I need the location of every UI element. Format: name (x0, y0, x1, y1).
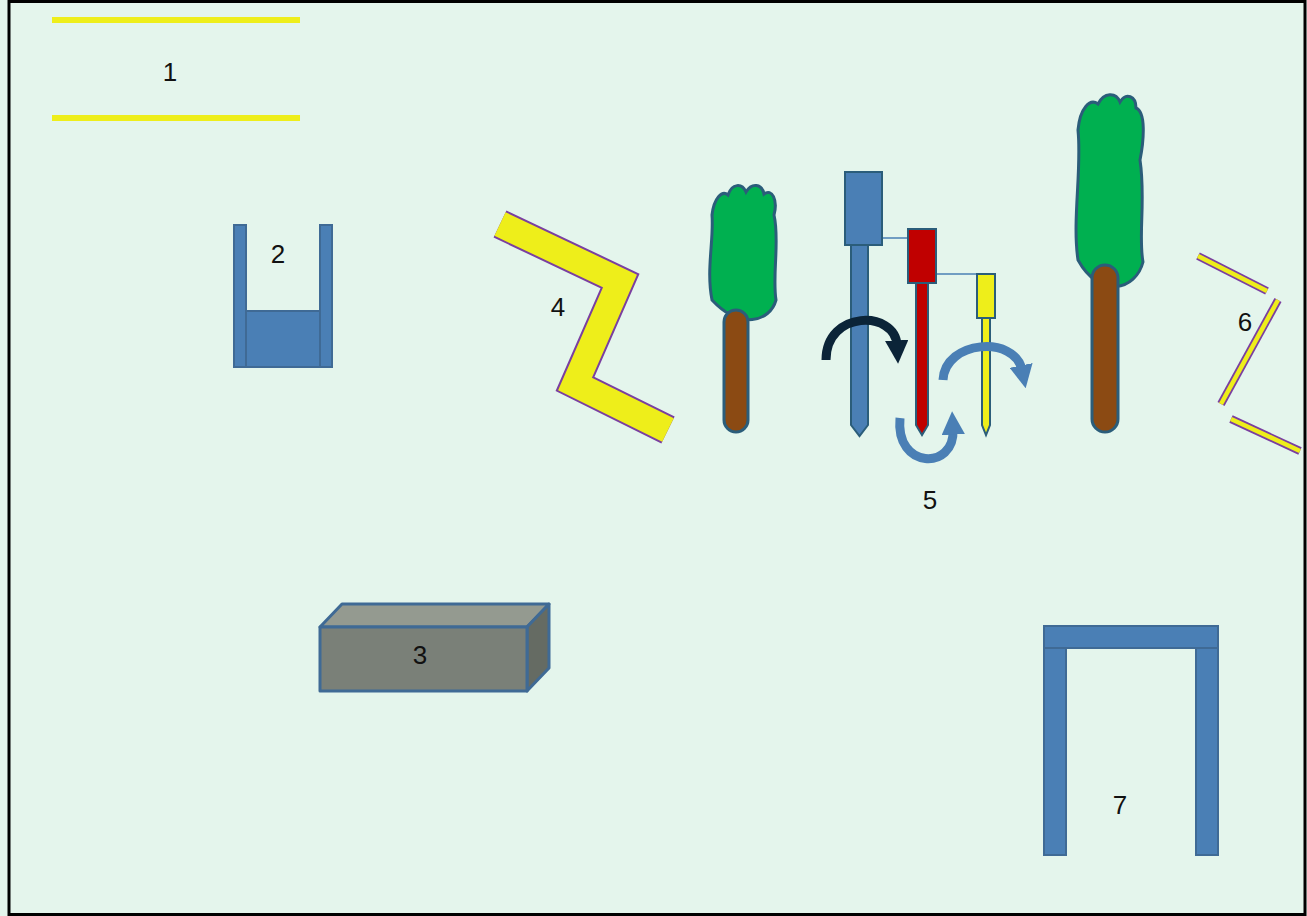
yellow-lines (52, 20, 300, 118)
grey-block (320, 604, 549, 691)
callout-number: 3 (413, 642, 427, 668)
rotation-arrow (826, 320, 1022, 458)
yellow-zigzag (500, 224, 668, 430)
u-channel (234, 225, 332, 367)
callout-number: 2 (271, 241, 285, 267)
callout-number: 4 (551, 294, 565, 320)
tree (710, 185, 777, 432)
thin-zigzag (1198, 256, 1300, 451)
rotating-posts (845, 172, 995, 436)
tree (1076, 95, 1143, 432)
callout-number: 1 (163, 59, 177, 85)
frame (9, 2, 1305, 915)
callout-number: 5 (923, 487, 937, 513)
gate-frame (1044, 626, 1218, 855)
callout-number: 6 (1238, 309, 1252, 335)
callout-number: 7 (1113, 792, 1127, 818)
